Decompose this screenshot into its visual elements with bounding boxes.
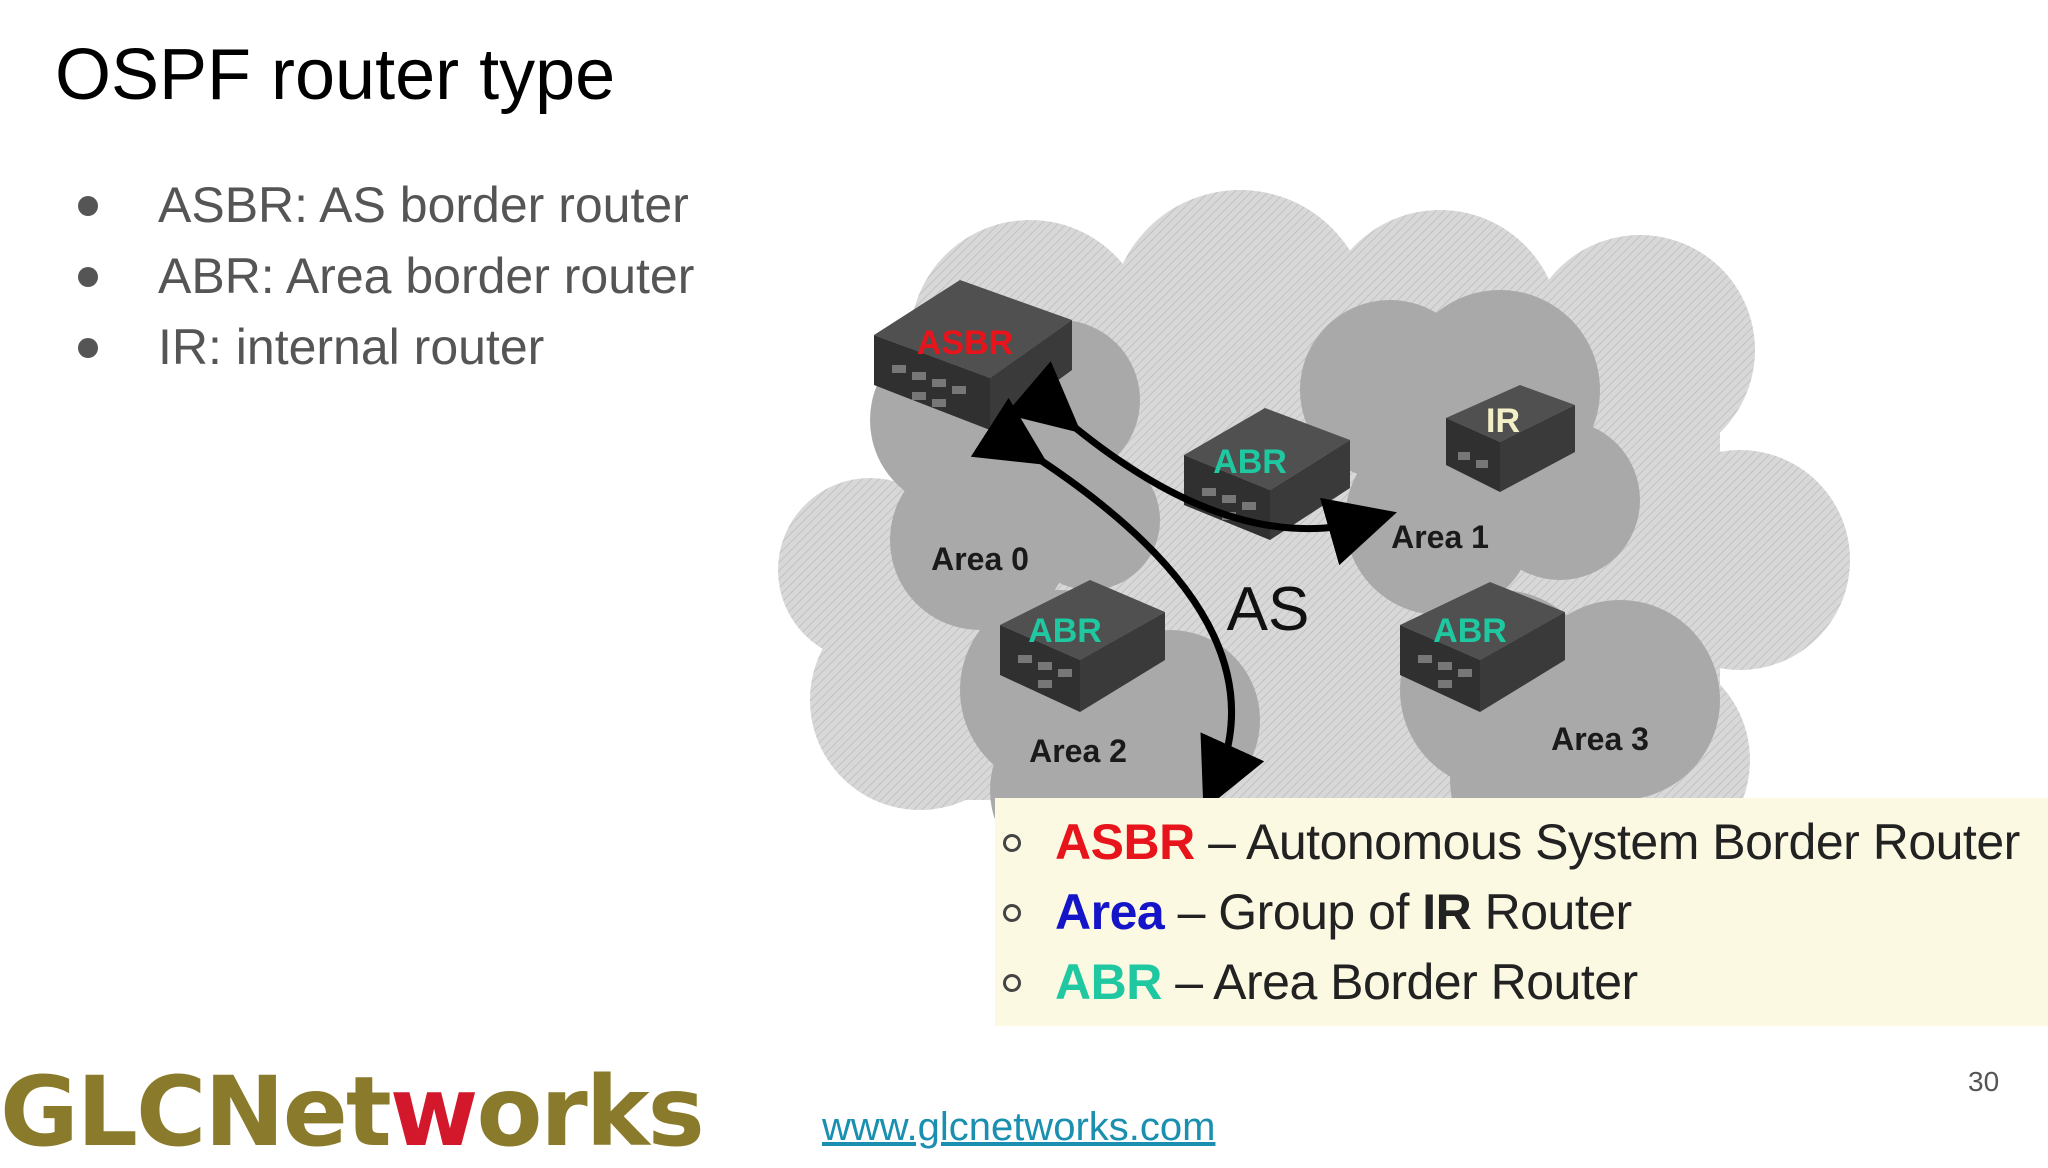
legend-ir-term: IR <box>1422 884 1472 940</box>
legend-row-abr: ABR – Area Border Router <box>1003 948 1638 1016</box>
legend-term-asbr: ASBR <box>1055 814 1195 870</box>
page-number: 30 <box>1968 1066 2000 1097</box>
bullet-text: ABR: Area border router <box>158 248 695 304</box>
ir-router: IR <box>1446 385 1575 492</box>
bullet-item: IR: internal router <box>78 312 694 383</box>
bullet-text: IR: internal router <box>158 319 545 375</box>
logo-text-w: w <box>389 1056 479 1168</box>
asbr-area2-arrow <box>970 397 1265 811</box>
area-1-label: Area 1 <box>1391 519 1489 555</box>
glcnetworks-logo: GLCNetworks <box>0 1062 705 1162</box>
legend-box: ASBR – Autonomous System Border Router A… <box>995 798 2048 1026</box>
bullet-dot-icon <box>78 267 98 287</box>
legend-desc-asbr: – Autonomous System Border Router <box>1194 814 2020 870</box>
legend-term-area: Area <box>1055 884 1165 940</box>
legend-row-area: Area – Group of IR Router <box>1003 878 1633 946</box>
logo-text-b: orks <box>476 1056 704 1168</box>
bullet-dot-icon <box>78 196 98 216</box>
area-3-label: Area 3 <box>1551 721 1649 757</box>
logo-text-a: GLCNet <box>0 1056 392 1168</box>
bullet-item: ASBR: AS border router <box>78 170 694 241</box>
legend-row-asbr: ASBR – Autonomous System Border Router <box>1003 808 2020 876</box>
area-2-label: Area 2 <box>1029 733 1127 769</box>
bullet-item: ABR: Area border router <box>78 241 694 312</box>
asbr-label: ASBR <box>917 324 1013 362</box>
legend-bullet-icon <box>1003 904 1021 922</box>
ir-label: IR <box>1486 402 1520 440</box>
slide-title: OSPF router type <box>55 35 616 115</box>
bullet-dot-icon <box>78 338 98 358</box>
abr-left-label: ABR <box>1028 612 1102 650</box>
asbr-router: ASBR <box>874 280 1072 430</box>
as-label: AS <box>1227 575 1310 644</box>
legend-desc-abr: – Area Border Router <box>1161 954 1638 1010</box>
legend-bullet-icon <box>1003 834 1021 852</box>
area-0-label: Area 0 <box>931 541 1029 577</box>
legend-term-abr: ABR <box>1055 954 1162 1010</box>
website-link[interactable]: www.glcnetworks.com <box>822 1105 1216 1149</box>
abr-router-right: ABR <box>1400 582 1565 712</box>
bullet-text: ASBR: AS border router <box>158 177 689 233</box>
legend-desc-area-b: Router <box>1471 884 1633 940</box>
abr-top-label: ABR <box>1213 443 1287 481</box>
bullet-list: ASBR: AS border router ABR: Area border … <box>78 170 694 383</box>
legend-desc-area-a: – Group of <box>1164 884 1423 940</box>
legend-bullet-icon <box>1003 974 1021 992</box>
abr-right-label: ABR <box>1433 612 1507 650</box>
